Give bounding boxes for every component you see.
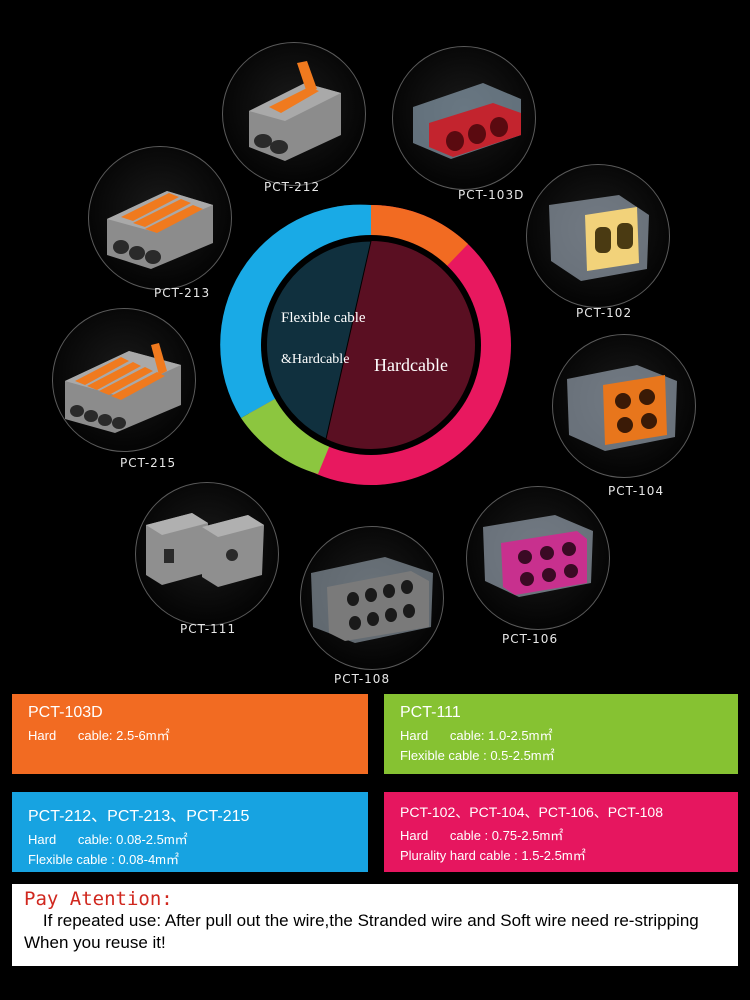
product-circle-pct-103d [392, 46, 536, 190]
product-circle-pct-104 [552, 334, 696, 478]
product-circle-pct-215 [52, 308, 196, 452]
label-pct-215: PCT-215 [120, 456, 177, 470]
product-circle-pct-212 [222, 42, 366, 186]
connector-215-icon [65, 343, 181, 433]
info-box-line: Hard cable : 0.75-2.5m㎡ [400, 828, 564, 843]
info-box-pct-102-104-106-108: PCT-102、PCT-104、PCT-106、PCT-108 Hard cab… [384, 792, 738, 872]
attention-panel: Pay Atention: If repeated use: After pul… [12, 884, 738, 966]
info-box-title: PCT-103D [28, 704, 103, 721]
info-box-pct-103d: PCT-103D Hard cable: 2.5-6m㎡ [12, 694, 368, 774]
info-box-title: PCT-212、PCT-213、PCT-215 [28, 808, 250, 825]
product-circle-pct-111 [135, 482, 279, 626]
connector-103d-icon [413, 83, 521, 159]
label-pct-104: PCT-104 [608, 484, 665, 498]
inner-left-label-line2: &Hardcable [281, 352, 350, 367]
info-box-pct-212-213-215: PCT-212、PCT-213、PCT-215 Hard cable: 0.08… [12, 792, 368, 872]
info-box-line: Hard cable: 0.08-2.5m㎡ [28, 832, 188, 847]
inner-dark-half [266, 240, 371, 439]
inner-divider [266, 240, 372, 440]
label-pct-212: PCT-212 [264, 180, 321, 194]
cable-ring-diagram [220, 204, 511, 485]
inner-right-label: Hardcable [374, 355, 448, 375]
label-pct-106: PCT-106 [502, 632, 559, 646]
info-box-pct-111: PCT-111 Hard cable: 1.0-2.5m㎡ Flexible c… [384, 694, 738, 774]
product-circle-pct-106 [466, 486, 610, 630]
label-pct-102: PCT-102 [576, 306, 633, 320]
product-circle-pct-108 [300, 526, 444, 670]
label-pct-111: PCT-111 [180, 622, 237, 636]
connector-102-icon [549, 195, 649, 281]
label-pct-103d: PCT-103D [458, 188, 525, 202]
product-circle-pct-213 [88, 146, 232, 290]
connector-104-icon [567, 365, 677, 451]
attention-title: Pay Atention: [24, 888, 173, 910]
connector-106-icon [483, 515, 593, 597]
info-box-line: Flexible cable : 0.5-2.5m㎡ [400, 748, 555, 763]
label-pct-108: PCT-108 [334, 672, 391, 686]
info-box-line: Hard cable: 1.0-2.5m㎡ [400, 728, 553, 743]
inner-left-label-line1: Flexible cable [281, 310, 366, 326]
info-box-line: Hard cable: 2.5-6m㎡ [28, 728, 170, 743]
connector-108-icon [311, 557, 433, 643]
info-box-title: PCT-111 [400, 704, 461, 721]
attention-text: If repeated use: After pull out the wire… [24, 911, 704, 952]
info-box-line: Flexible cable : 0.08-4m㎡ [28, 852, 180, 867]
label-pct-213: PCT-213 [154, 286, 211, 300]
connector-212-icon [249, 61, 341, 161]
product-circle-pct-102 [526, 164, 670, 308]
info-box-line: Plurality hard cable : 1.5-2.5m㎡ [400, 848, 586, 863]
connector-111-icon [146, 513, 264, 587]
connector-213-icon [107, 191, 213, 269]
info-box-title: PCT-102、PCT-104、PCT-106、PCT-108 [400, 804, 663, 820]
